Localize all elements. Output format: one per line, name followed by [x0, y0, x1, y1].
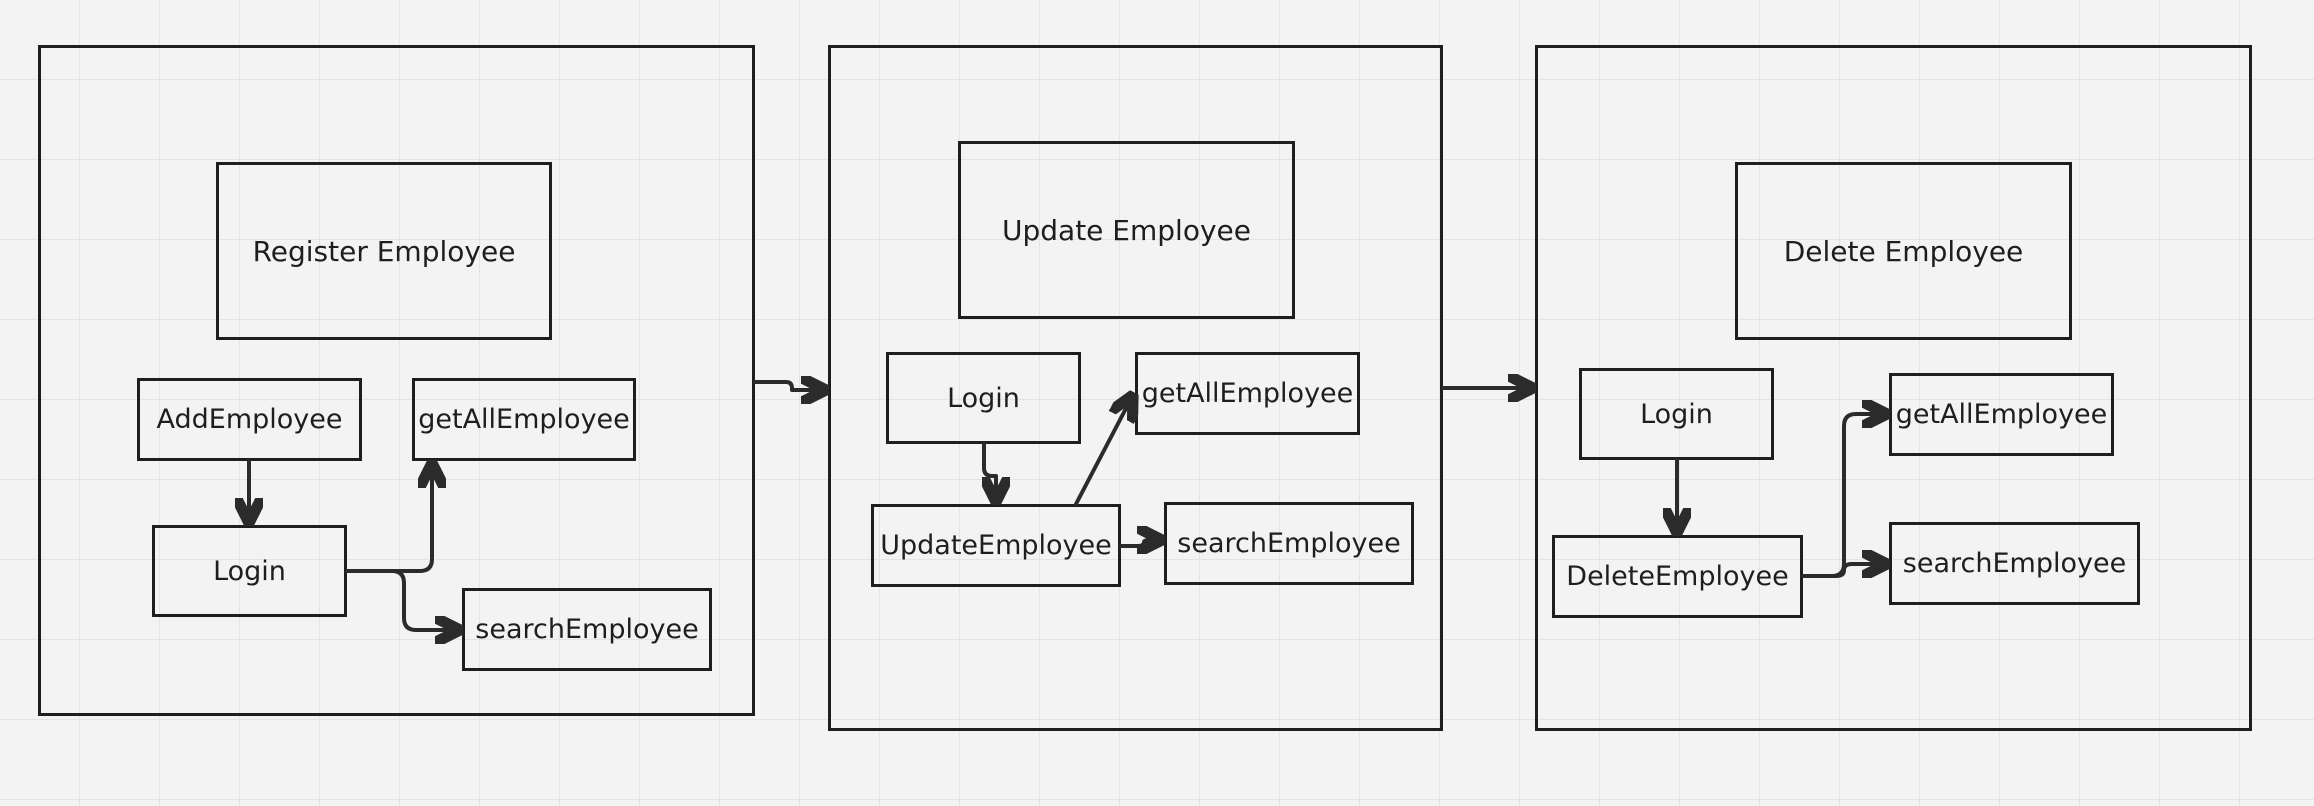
register-employee-title[interactable]: Register Employee [216, 162, 552, 340]
delete-delete-employee-node[interactable]: DeleteEmployee [1552, 535, 1803, 618]
update-update-employee-node[interactable]: UpdateEmployee [871, 504, 1121, 587]
register-get-all-employee-node[interactable]: getAllEmployee [412, 378, 636, 461]
update-login-node[interactable]: Login [886, 352, 1081, 444]
delete-get-all-employee-node[interactable]: getAllEmployee [1889, 373, 2114, 456]
update-employee-title[interactable]: Update Employee [958, 141, 1295, 319]
delete-employee-title[interactable]: Delete Employee [1735, 162, 2072, 340]
update-get-all-employee-node[interactable]: getAllEmployee [1135, 352, 1360, 435]
register-add-employee-node[interactable]: AddEmployee [137, 378, 362, 461]
register-login-node[interactable]: Login [152, 525, 347, 617]
register-search-employee-node[interactable]: searchEmployee [462, 588, 712, 671]
frame1-to-frame2-arrow[interactable] [753, 382, 826, 390]
delete-search-employee-node[interactable]: searchEmployee [1889, 522, 2140, 605]
delete-login-node[interactable]: Login [1579, 368, 1774, 460]
update-search-employee-node[interactable]: searchEmployee [1164, 502, 1414, 585]
delete-frame[interactable] [1535, 45, 2252, 731]
